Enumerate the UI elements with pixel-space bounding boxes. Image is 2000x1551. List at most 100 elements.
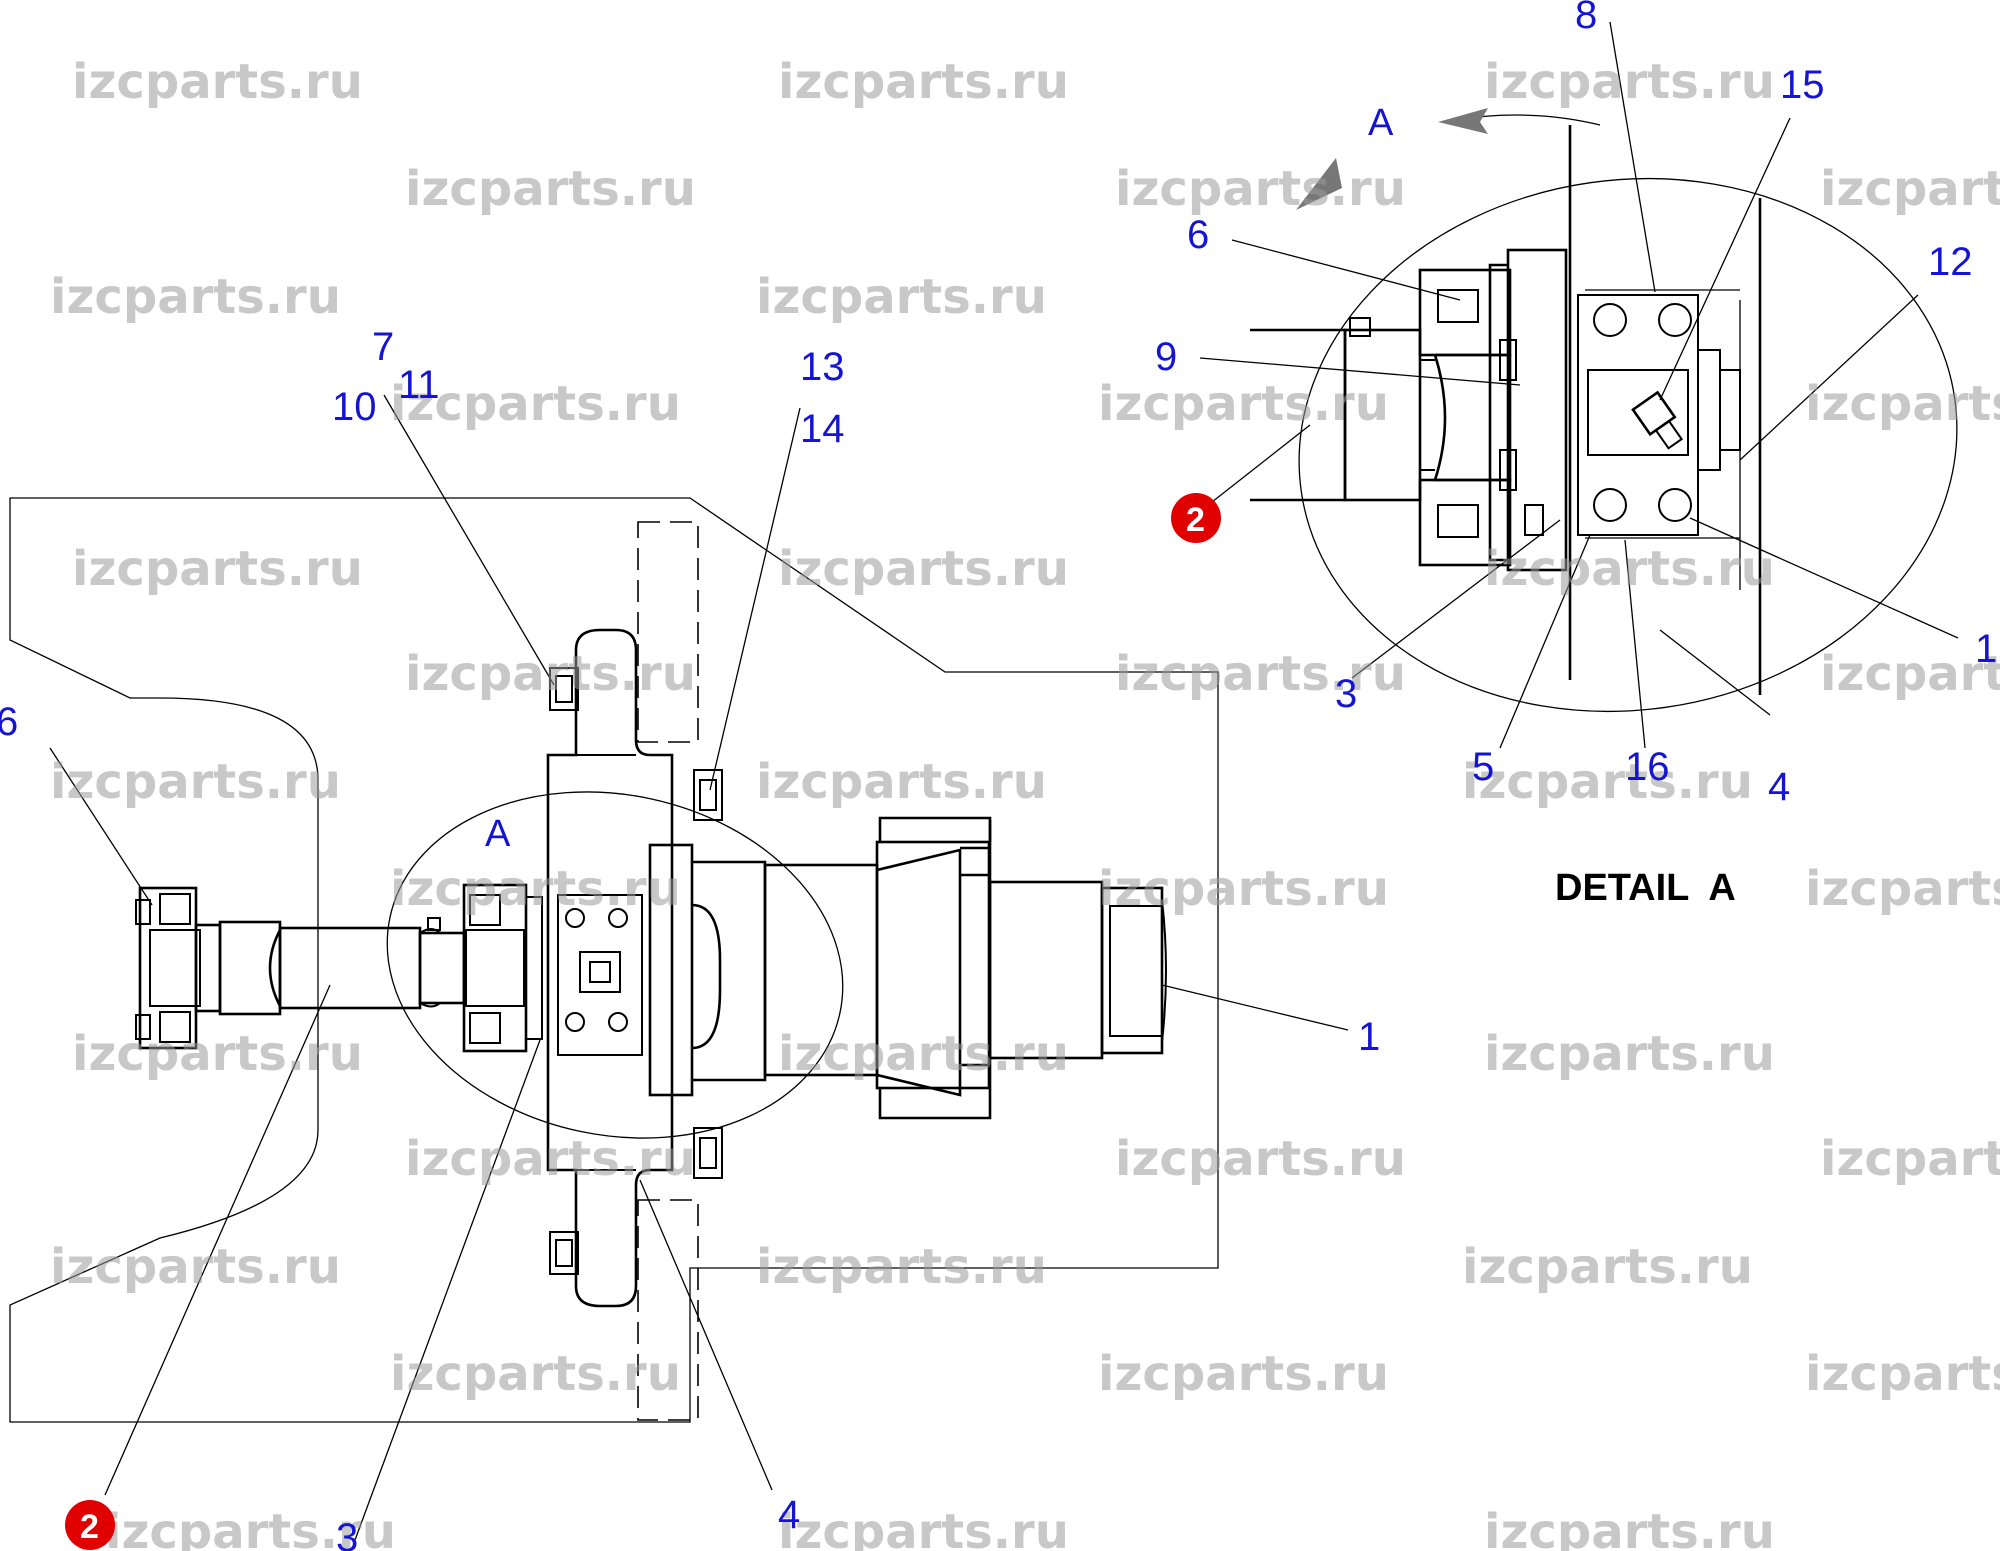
detail-bracket	[1506, 248, 1568, 572]
watermark: izcparts.ru	[1115, 1131, 1406, 1187]
watermark: izcparts.ru	[50, 269, 341, 325]
watermark: izcparts.ru	[756, 754, 1047, 810]
bearing-housing	[557, 894, 643, 1056]
detail-callouts: A 8 15 6 12 9 3 5 16 4 1 2 DETAIL A	[1155, 0, 1997, 909]
watermark: izcparts.ru	[50, 1239, 341, 1295]
watermark: izcparts.ru	[1098, 1346, 1389, 1402]
detail-callout-1: 1	[1975, 627, 1997, 671]
callout-1: 1	[1358, 1015, 1380, 1059]
watermark: izcparts.ru	[390, 376, 681, 432]
detail-callout-9: 9	[1155, 335, 1177, 379]
bolt-top-left	[549, 667, 579, 711]
watermark: izcparts.ru	[72, 1026, 363, 1082]
watermark: izcparts.ru	[778, 1026, 1069, 1082]
detail-section-label-a: A	[1368, 102, 1394, 144]
main-leaders	[49, 394, 1349, 1541]
watermark: izcparts.ru	[756, 269, 1047, 325]
watermark: izcparts.ru	[50, 754, 341, 810]
watermark: izcparts.ru	[405, 1131, 696, 1187]
detail-coupling	[1418, 268, 1544, 567]
watermark: izcparts.ru	[1820, 161, 2000, 217]
pump-top-flange	[878, 816, 992, 842]
section-a-ellipse	[386, 791, 844, 1139]
callout-2-badge: 2	[65, 1500, 115, 1550]
watermark: izcparts.ru	[1115, 161, 1406, 217]
dashed-box-bottom	[637, 1199, 699, 1421]
adapter-plate	[648, 843, 694, 1097]
callout-10: 10	[332, 385, 377, 429]
callout-7: 7	[372, 325, 394, 369]
detail-callout-16: 16	[1625, 745, 1670, 789]
watermark: izcparts.ru	[1462, 754, 1753, 810]
watermark: izcparts.ru	[1115, 646, 1406, 702]
bolt-bottom-right	[693, 1127, 723, 1179]
watermark: izcparts.ru	[1820, 1131, 2000, 1187]
main-callouts: 7 11 10 13 14 6 A 1 3 4 2	[0, 325, 1380, 1551]
callout-14: 14	[800, 407, 845, 451]
motor-cap-ring	[1109, 905, 1163, 1037]
detail-callout-3: 3	[1335, 672, 1357, 716]
watermark: izcparts.ru	[1462, 1239, 1753, 1295]
detail-leaders	[1199, 21, 1959, 749]
watermark: izcparts.ru	[778, 54, 1069, 110]
detail-shaft-yoke	[1343, 328, 1422, 502]
frame-outline	[9, 497, 1219, 1423]
watermark: izcparts.ru	[390, 861, 681, 917]
detail-callout-2-badge: 2	[1171, 493, 1221, 543]
detail-callout-6: 6	[1187, 213, 1209, 257]
watermark: izcparts.ru	[1805, 861, 2000, 917]
detail-callout-12: 12	[1928, 240, 1973, 284]
watermark: izcparts.ru	[72, 54, 363, 110]
watermark: izcparts.ru	[1484, 1504, 1775, 1551]
detail-ellipse	[1298, 177, 1958, 713]
watermark: izcparts.ru	[1805, 376, 2000, 432]
watermark-layer: izcparts.ru izcparts.ru izcparts.ru izcp…	[50, 54, 2000, 1551]
main-view	[9, 394, 1349, 1541]
watermark: izcparts.ru	[1805, 1346, 2000, 1402]
detail-bearings	[1577, 289, 1741, 539]
detail-callout-8: 8	[1575, 0, 1597, 37]
watermark: izcparts.ru	[778, 1504, 1069, 1551]
watermark: izcparts.ru	[1484, 541, 1775, 597]
pump-housing-cone	[876, 848, 962, 1097]
detail-callout-15: 15	[1780, 63, 1825, 107]
adapter-body	[692, 860, 767, 1082]
watermark: izcparts.ru	[405, 161, 696, 217]
detail-callout-5: 5	[1472, 745, 1494, 789]
mounting-bracket	[546, 628, 674, 1308]
detail-grease-fitting	[1631, 390, 1684, 450]
callout-2-badge-label: 2	[80, 1508, 99, 1546]
watermark: izcparts.ru	[1098, 861, 1389, 917]
watermark: izcparts.ru	[1484, 1026, 1775, 1082]
callout-3: 3	[336, 1516, 358, 1551]
watermark: izcparts.ru	[1098, 376, 1389, 432]
section-label-a: A	[485, 813, 511, 855]
cardan-shaft	[135, 883, 543, 1053]
bolt-bottom-left	[549, 1231, 579, 1275]
detail-arrow-head	[1438, 108, 1488, 134]
detail-grease-nipple	[1349, 317, 1371, 337]
detail-title: DETAIL A	[1555, 867, 1736, 909]
watermark: izcparts.ru	[390, 1346, 681, 1402]
detail-shaft-neck	[1420, 359, 1435, 471]
callout-11: 11	[398, 363, 440, 407]
motor-adaptor	[960, 873, 990, 1067]
watermark: izcparts.ru	[72, 541, 363, 597]
motor-end	[1161, 899, 1167, 1043]
watermark: izcparts.ru	[778, 541, 1069, 597]
detail-bracket-lip	[1488, 263, 1508, 562]
callout-4: 4	[778, 1493, 800, 1537]
watermark: izcparts.ru	[1820, 646, 2000, 702]
detail-arrow-head-2	[1296, 158, 1342, 210]
callout-13: 13	[800, 345, 845, 389]
watermark: izcparts.ru	[405, 646, 696, 702]
detail-callout-4: 4	[1768, 765, 1790, 809]
callout-6: 6	[0, 700, 18, 744]
pump-bottom-flange	[878, 1088, 992, 1120]
dashed-box-top	[637, 521, 699, 743]
watermark: izcparts.ru	[1484, 54, 1775, 110]
watermark: izcparts.ru	[756, 1239, 1047, 1295]
detail-callout-2-badge-label: 2	[1186, 501, 1205, 539]
detail-view	[1199, 21, 1959, 749]
